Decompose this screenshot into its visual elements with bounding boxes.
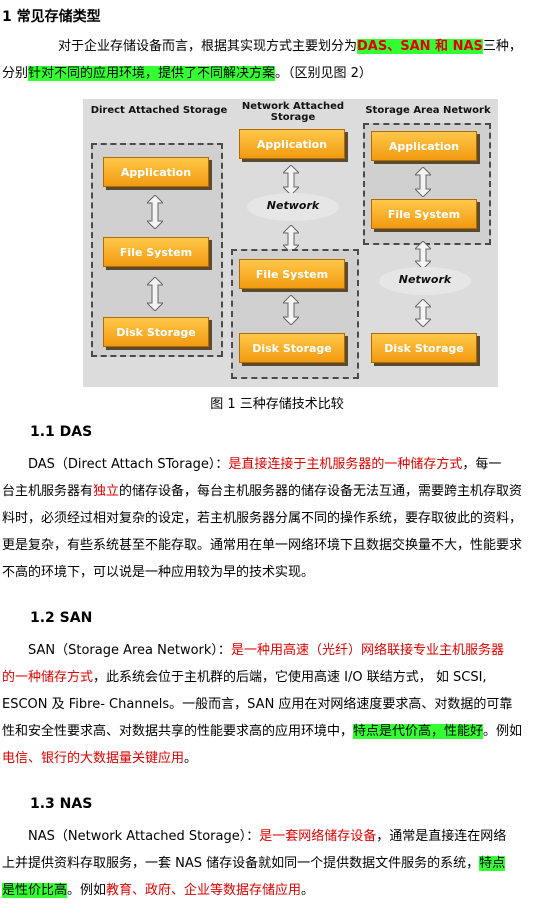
highlight-das-san-nas: DAS、SAN 和 NAS bbox=[357, 39, 483, 54]
das-file-system-box: File System bbox=[103, 237, 209, 267]
heading-das: 1.1 DAS bbox=[30, 424, 93, 440]
highlight-solutions: 针对不同的应用环境，提供了不同解决方案 bbox=[28, 66, 276, 81]
intro-paragraph: 对于企业存储设备而言，根据其实现方式主要划分为DAS、SAN 和 NAS三种， … bbox=[2, 33, 550, 87]
nas-column-title: Network Attached Storage bbox=[241, 101, 345, 123]
das-arrow-2-icon bbox=[147, 277, 163, 311]
san-line-2: 的一种储存方式，此系统会位于主机群的后端，它使用高速 I/O 联结方式， 如 S… bbox=[2, 670, 487, 685]
das-line-5: 不高的环境下，可以说是一种应用较为早的技术实现。 bbox=[2, 565, 315, 580]
san-arrow-1-icon bbox=[415, 167, 431, 197]
san-line-1: SAN（Storage Area Network）：是一种用高速（光纤）网络联接… bbox=[28, 643, 504, 658]
nas-application-box: Application bbox=[239, 129, 345, 159]
nas-arrow-1-icon bbox=[283, 165, 299, 195]
nas-file-system-box: File System bbox=[239, 259, 345, 289]
highlight-nas-feature-2: 是性价比高 bbox=[2, 883, 68, 898]
heading-common-storage-types: 1 常见存储类型 bbox=[2, 9, 101, 25]
das-column-title: Direct Attached Storage bbox=[90, 105, 228, 116]
san-line-5: 电信、银行的大数据量关键应用。 bbox=[2, 751, 198, 766]
das-line-3: 料时，必须经过相对复杂的设定，若主机服务器分属不同的操作系统，要存取彼此的资料， bbox=[2, 511, 523, 526]
nas-arrow-2-icon bbox=[283, 225, 299, 253]
nas-line-1: NAS（Network Attached Storage）：是一套网络储存设备，… bbox=[28, 829, 507, 844]
nas-network-cloud-icon bbox=[247, 193, 339, 221]
san-column-title: Storage Area Network bbox=[365, 105, 491, 116]
das-line-4: 更是复杂，有些系统甚至不能存取。通常用在单一网络环境下且数据交换量不大，性能要求 bbox=[2, 538, 523, 553]
intro-line-2: 分别针对不同的应用环境，提供了不同解决方案。（区别见图 2） bbox=[2, 66, 372, 81]
san-arrow-2-icon bbox=[415, 241, 431, 269]
san-file-system-box: File System bbox=[371, 199, 477, 229]
san-application-box: Application bbox=[371, 131, 477, 161]
heading-san: 1.2 SAN bbox=[30, 610, 93, 626]
san-line-3: ESCON 及 Fibre- Channels。一般而言，SAN 应用在对网络速… bbox=[2, 697, 513, 712]
das-arrow-1-icon bbox=[147, 195, 163, 229]
nas-line-3: 是性价比高。例如教育、政府、企业等数据存储应用。 bbox=[2, 883, 315, 898]
san-line-4: 性和安全性要求高、对数据共享的性能要求高的应用环境中，特点是代价高，性能好。例如 bbox=[2, 724, 523, 739]
figure-caption: 图 1 三种存储技术比较 bbox=[210, 397, 344, 412]
das-line-1: DAS（Direct Attach STorage）：是直接连接于主机服务器的一… bbox=[28, 457, 502, 472]
das-paragraph: DAS（Direct Attach STorage）：是直接连接于主机服务器的一… bbox=[2, 451, 550, 586]
das-line-2: 台主机服务器有独立的储存设备，每台主机服务器的储存设备无法互通，需要跨主机存取资 bbox=[2, 484, 523, 499]
das-disk-storage-box: Disk Storage bbox=[103, 317, 209, 347]
san-network-label: Network bbox=[398, 273, 452, 286]
storage-comparison-figure: Direct Attached Storage Network Attached… bbox=[83, 99, 498, 387]
nas-paragraph: NAS（Network Attached Storage）：是一套网络储存设备，… bbox=[2, 823, 550, 904]
san-disk-storage-box: Disk Storage bbox=[371, 333, 477, 363]
heading-nas: 1.3 NAS bbox=[30, 796, 93, 812]
nas-line-2: 上并提供资料存取服务，一套 NAS 储存设备就如同一个提供数据文件服务的系统，特… bbox=[2, 856, 506, 871]
highlight-san-feature: 特点是代价高，性能好 bbox=[353, 724, 484, 739]
nas-disk-storage-box: Disk Storage bbox=[239, 333, 345, 363]
nas-network-label: Network bbox=[266, 199, 320, 212]
san-arrow-3-icon bbox=[415, 299, 431, 327]
nas-arrow-3-icon bbox=[283, 295, 299, 325]
san-network-cloud-icon bbox=[379, 267, 471, 295]
das-application-box: Application bbox=[103, 157, 209, 187]
highlight-nas-feature-1: 特点 bbox=[479, 856, 506, 871]
san-paragraph: SAN（Storage Area Network）：是一种用高速（光纤）网络联接… bbox=[2, 637, 550, 772]
intro-line-1: 对于企业存储设备而言，根据其实现方式主要划分为DAS、SAN 和 NAS三种， bbox=[58, 39, 522, 54]
